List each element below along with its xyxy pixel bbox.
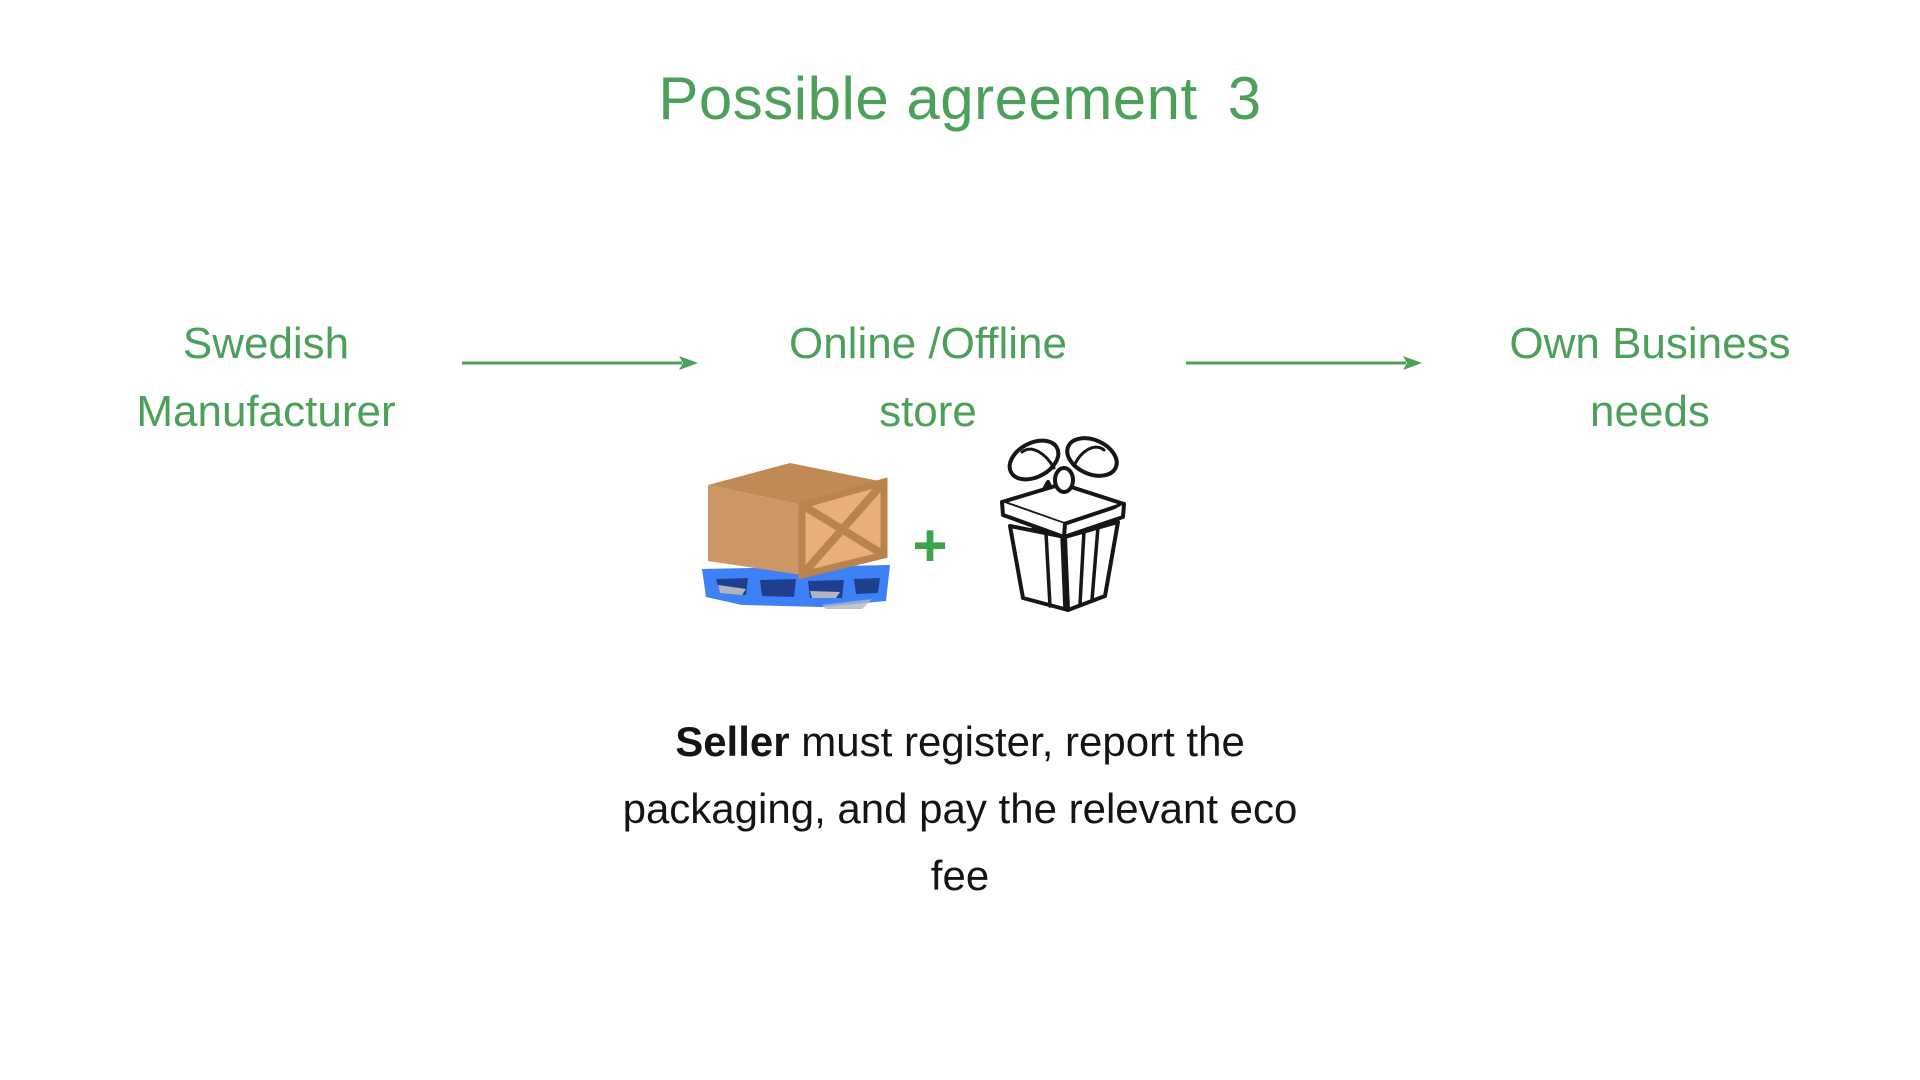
node-label-line: Online /Offline (788, 319, 1067, 368)
node-online-offline-store: Online /Offline store (708, 310, 1148, 446)
page-title: Possible agreement 3 (0, 64, 1920, 133)
note-line: fee (930, 852, 990, 899)
gift-box-icon (1000, 436, 1126, 612)
flow-arrow-icon (462, 356, 698, 370)
node-label-line: Swedish (182, 319, 350, 368)
node-label-line: Manufacturer (136, 387, 396, 436)
node-label-line: needs (1590, 387, 1710, 436)
node-swedish-manufacturer: Swedish Manufacturer (46, 310, 486, 446)
note-bold-word: Seller (675, 718, 790, 765)
page-title-number: 3 (1227, 65, 1262, 132)
node-own-business-needs: Own Business needs (1430, 310, 1870, 446)
flow-arrow-icon (1186, 356, 1422, 370)
note-line: packaging, and pay the relevant eco (622, 785, 1298, 832)
plus-icon: + (912, 512, 948, 579)
crate-on-pallet-icon (702, 463, 890, 609)
node-label-line: store (879, 387, 977, 436)
note-text: Seller must register, report the packagi… (435, 708, 1485, 909)
note-line-rest: must register, report the (789, 718, 1245, 765)
node-label-line: Own Business (1509, 319, 1791, 368)
page-title-text: Possible agreement (658, 65, 1198, 132)
note-line: Seller must register, report the (435, 708, 1485, 775)
